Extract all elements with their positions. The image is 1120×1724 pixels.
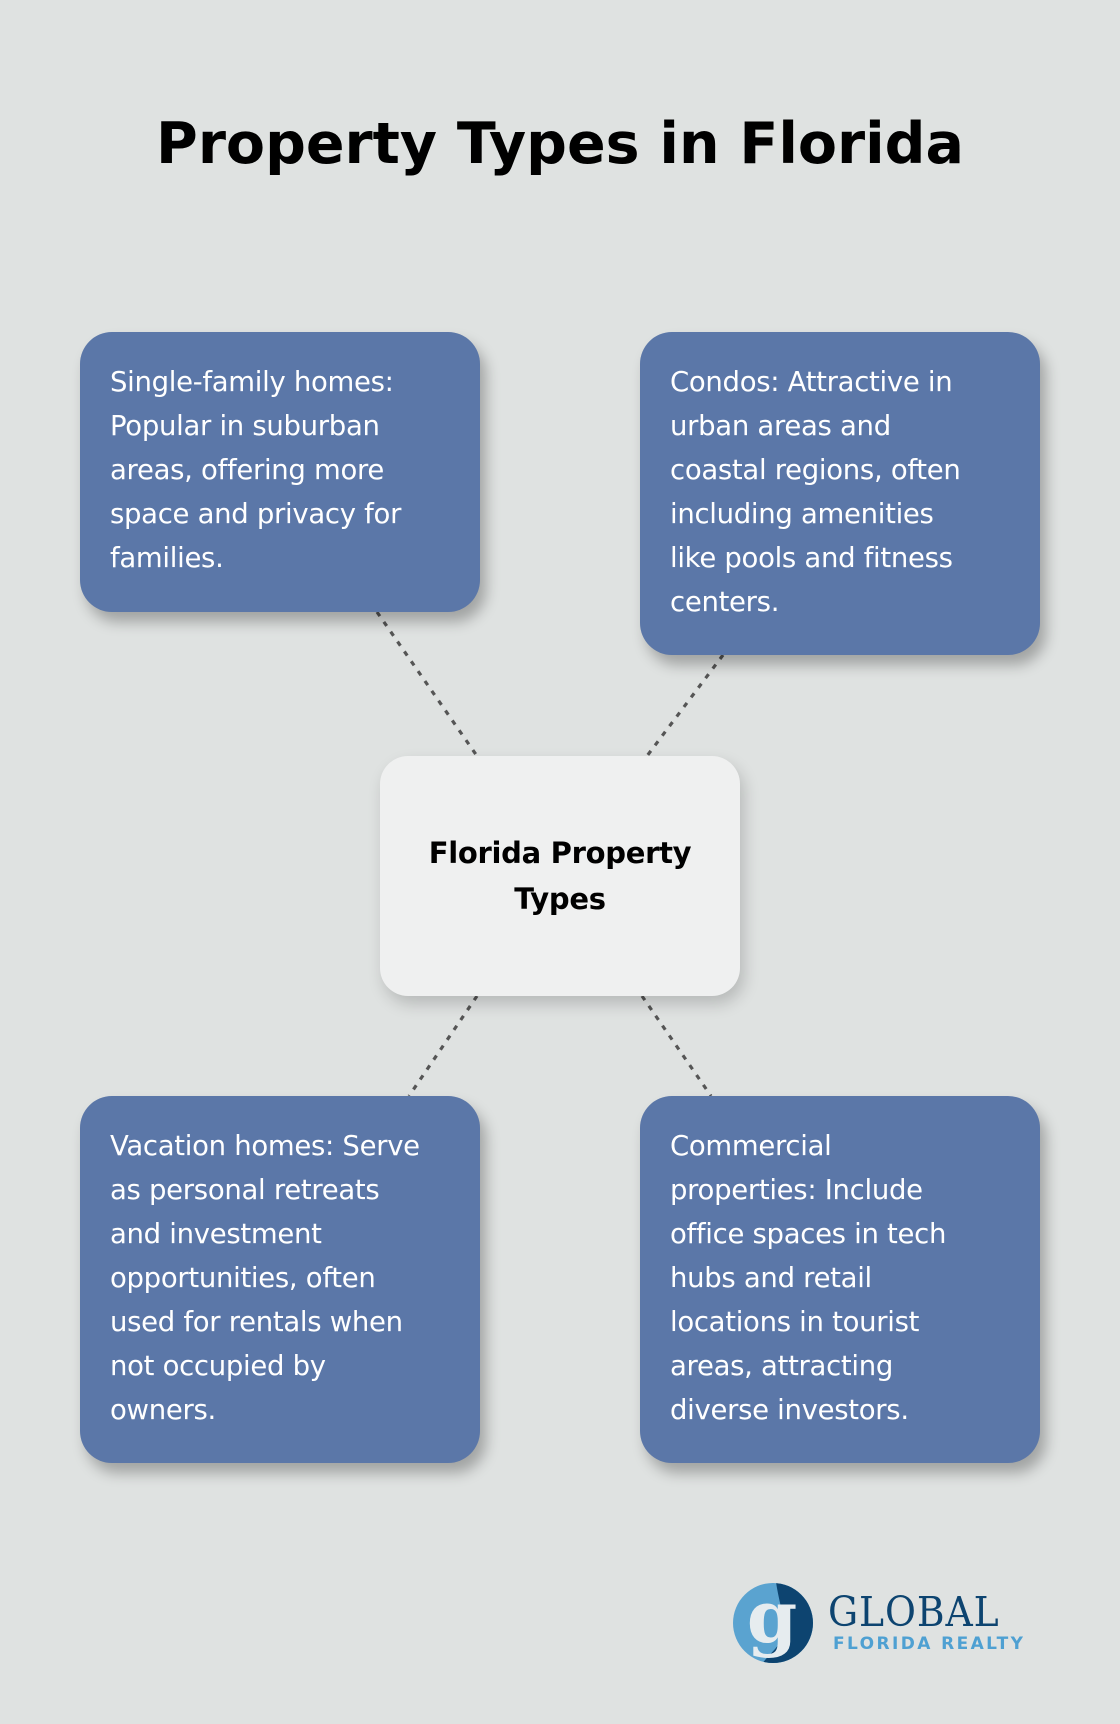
brand-logo: g GLOBAL FLORIDA REALTY — [732, 1582, 1062, 1666]
logo-tagline: FLORIDA REALTY — [833, 1634, 1026, 1654]
card-condos: Condos: Attractive in urban areas and co… — [640, 332, 1040, 655]
card-text: Single-family homes: Popular in suburban… — [110, 366, 402, 574]
card-text: Vacation homes: Serve as personal retrea… — [110, 1130, 420, 1426]
card-text: Condos: Attractive in urban areas and co… — [670, 366, 961, 618]
center-node: Florida Property Types — [380, 756, 740, 996]
page-title: Property Types in Florida — [156, 111, 964, 177]
connector-condos — [645, 654, 725, 757]
connector-vacation — [407, 995, 479, 1097]
connector-single-family — [375, 611, 479, 757]
svg-text:g: g — [747, 1582, 797, 1659]
card-single-family-homes: Single-family homes: Popular in suburban… — [80, 332, 480, 612]
connector-commercial — [640, 995, 713, 1097]
card-commercial-properties: Commercial properties: Include office sp… — [640, 1096, 1040, 1463]
globe-g-icon: g — [733, 1582, 813, 1663]
card-text: Commercial properties: Include office sp… — [670, 1130, 947, 1426]
card-vacation-homes: Vacation homes: Serve as personal retrea… — [80, 1096, 480, 1463]
center-node-label: Florida Property Types — [428, 836, 692, 916]
logo-wordmark: GLOBAL — [828, 1588, 1000, 1636]
